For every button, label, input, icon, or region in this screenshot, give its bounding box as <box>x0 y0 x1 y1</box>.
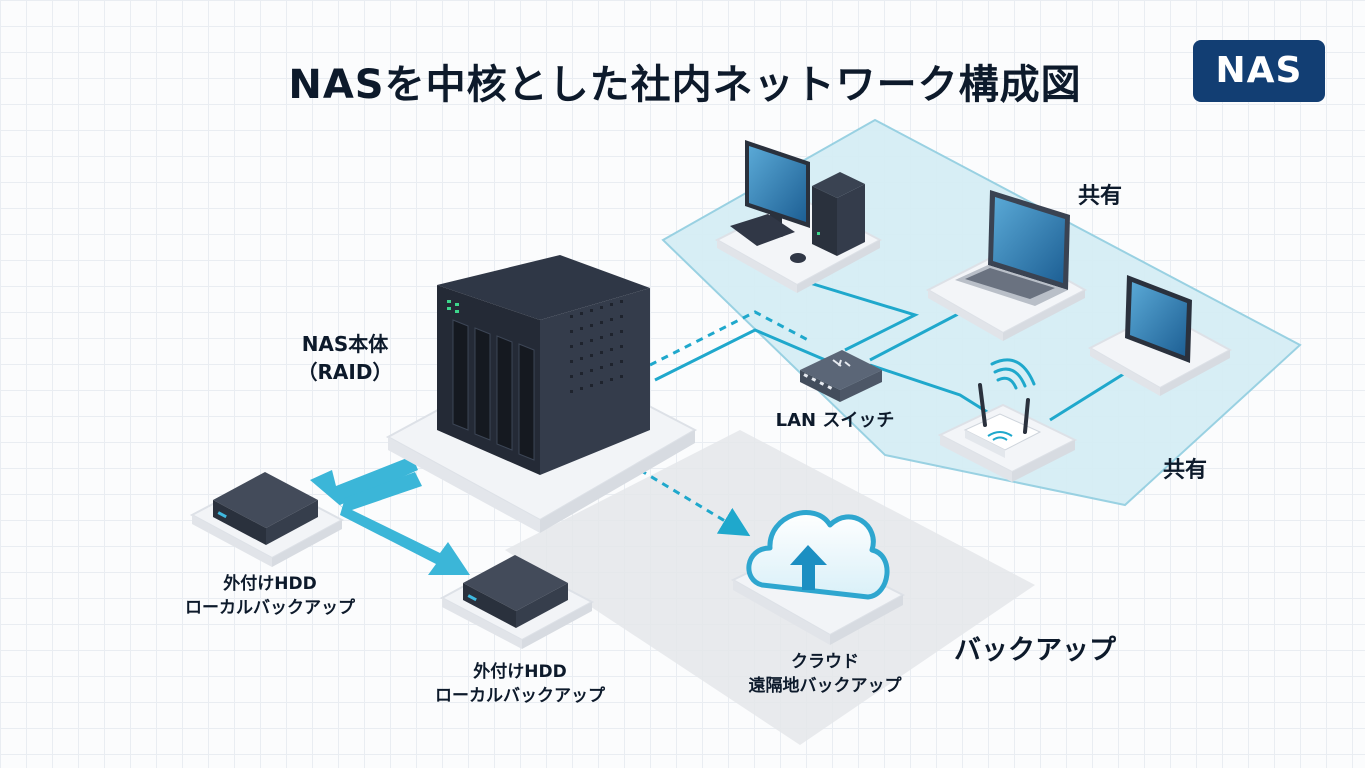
cloud-label: クラウド 遠隔地バックアップ <box>705 650 945 698</box>
hdd2-label-line1: 外付けHDD <box>473 662 567 682</box>
switch-label: LAN スイッチ <box>775 410 895 431</box>
cloud-upload-icon <box>730 510 906 645</box>
network-switch-icon <box>800 350 882 402</box>
share-zone-label-upper: 共有 <box>1077 184 1122 209</box>
tablet-icon <box>1087 275 1233 396</box>
cloud-label-line1: クラウド <box>791 652 859 672</box>
share-zone-label-lower: 共有 <box>1162 458 1207 483</box>
nas-server-icon <box>385 255 698 533</box>
external-hdd-icon <box>439 555 595 649</box>
external-hdd-icon <box>189 472 345 567</box>
nas-badge: NAS <box>1193 40 1325 102</box>
nas-label-line1: NAS本体 <box>301 332 389 356</box>
hdd1-label: 外付けHDD ローカルバックアップ <box>150 572 390 620</box>
lan-links <box>654 278 1131 422</box>
page-title: NASを中核とした社内ネットワーク構成図 <box>288 62 1082 108</box>
nas-label: NAS本体 （RAID） <box>270 330 420 386</box>
wifi-router-icon <box>937 358 1078 482</box>
desktop-pc-icon <box>714 140 883 293</box>
hdd2-label-line2: ローカルバックアップ <box>435 686 605 706</box>
backup-zone-label: バックアップ <box>954 635 1116 666</box>
hdd1-label-line2: ローカルバックアップ <box>185 598 355 618</box>
hdd2-label: 外付けHDD ローカルバックアップ <box>400 660 640 708</box>
backup-arrow-hdd1 <box>310 456 418 514</box>
laptop-icon <box>925 190 1088 341</box>
dashed-links <box>639 310 809 537</box>
hdd1-label-line1: 外付けHDD <box>223 574 317 594</box>
backup-arrow-hdd2 <box>340 472 470 575</box>
nas-label-line2: （RAID） <box>297 360 393 384</box>
cloud-label-line2: 遠隔地バックアップ <box>748 676 902 696</box>
